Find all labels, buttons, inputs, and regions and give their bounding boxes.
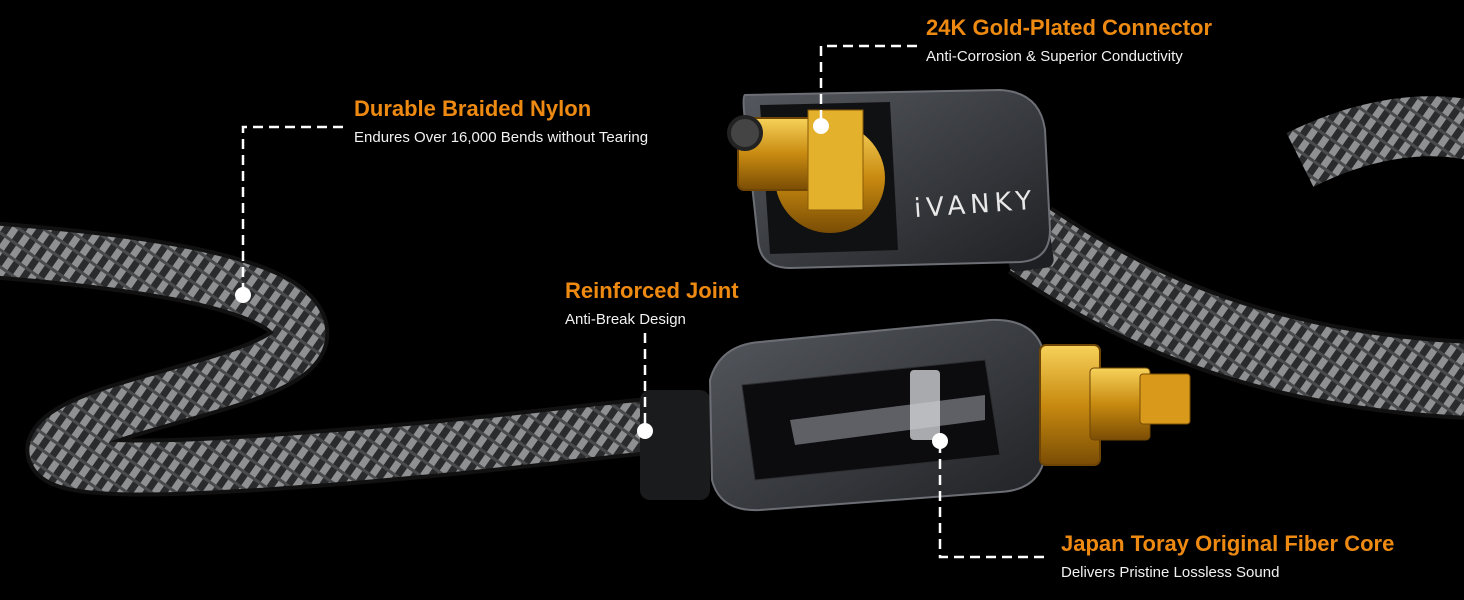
callout-subtitle: Anti-Break Design	[565, 311, 686, 328]
leader-line-gold	[819, 44, 917, 124]
leader-line-fiber	[938, 443, 1048, 559]
callout-gold-connector: 24K Gold-Plated Connector Anti-Corrosion…	[926, 15, 1212, 67]
callout-title: 24K Gold-Plated Connector	[926, 15, 1213, 40]
leader-line-nylon	[241, 125, 343, 293]
callout-fiber-core: Japan Toray Original Fiber Core Delivers…	[1061, 531, 1394, 583]
callout-reinforced-joint: Reinforced Joint Anti-Break Design	[565, 278, 739, 330]
callout-subtitle: Delivers Pristine Lossless Sound	[1061, 564, 1280, 581]
callout-braided-nylon: Durable Braided Nylon Endures Over 16,00…	[354, 96, 648, 148]
callout-dot-joint	[637, 423, 653, 439]
top-connector	[727, 88, 1054, 272]
callout-dot-nylon	[235, 287, 251, 303]
callout-dot-fiber	[932, 433, 948, 449]
leader-lines	[241, 44, 1048, 559]
callout-dot-gold	[813, 118, 829, 134]
callout-subtitle: Endures Over 16,000 Bends without Tearin…	[354, 129, 649, 146]
callout-subtitle: Anti-Corrosion & Superior Conductivity	[926, 48, 1183, 65]
callout-title: Durable Braided Nylon	[354, 96, 592, 121]
callout-title: Reinforced Joint	[565, 278, 739, 303]
callout-title: Japan Toray Original Fiber Core	[1061, 531, 1395, 556]
front-connector	[640, 318, 1191, 512]
